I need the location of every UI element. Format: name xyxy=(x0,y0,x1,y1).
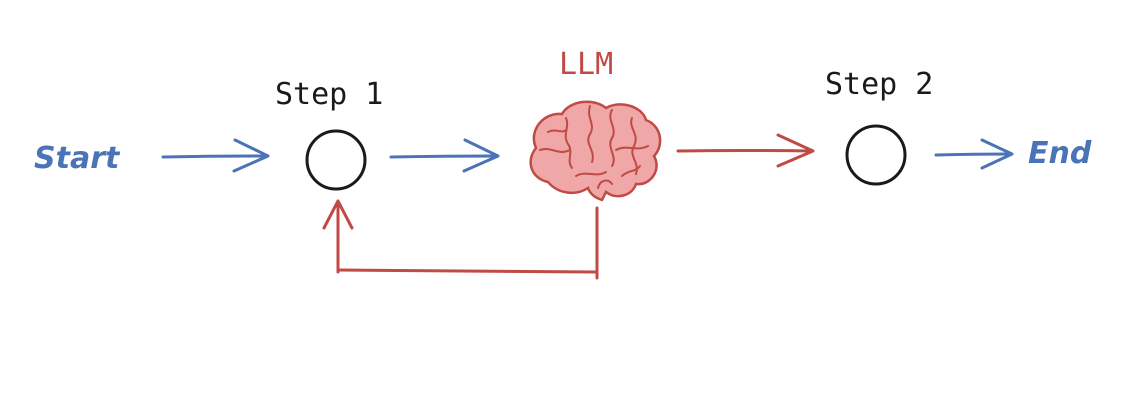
arrow-start-to-step1 xyxy=(161,138,270,173)
arrow-llm-to-step2 xyxy=(676,133,815,168)
arrow-step2-to-end xyxy=(934,138,1014,170)
step2-node xyxy=(845,124,907,186)
step1-label: Step 1 xyxy=(275,77,383,112)
brain-icon xyxy=(529,100,662,202)
step2-label: Step 2 xyxy=(825,67,933,102)
feedback-arrow-llm-to-step1 xyxy=(322,199,599,280)
start-label: Start xyxy=(34,141,121,176)
arrow-step1-to-llm xyxy=(389,138,500,173)
end-label: End xyxy=(1028,136,1092,171)
step1-node xyxy=(305,129,367,191)
llm-label: LLM xyxy=(559,47,613,82)
